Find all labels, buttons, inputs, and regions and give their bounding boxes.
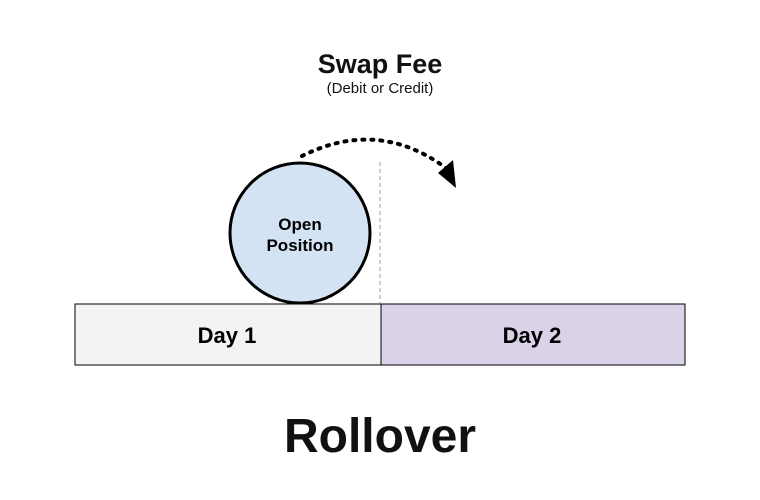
rollover-label: Rollover [283,410,477,463]
open-position-label-line1: Open [278,215,321,234]
day-2-box [380,303,686,366]
open-position-label-line2: Position [266,236,333,255]
rollover-arrow [300,137,448,170]
open-position-circle [228,161,372,305]
day-2-label: Day 2 [503,323,562,348]
day-1-label: Day 1 [198,323,257,348]
swap-fee-subtitle: (Debit or Credit) [326,80,434,97]
day-1-box [74,303,382,366]
swap-fee-title: Swap Fee [317,49,443,79]
arrow-head-icon [438,160,456,188]
